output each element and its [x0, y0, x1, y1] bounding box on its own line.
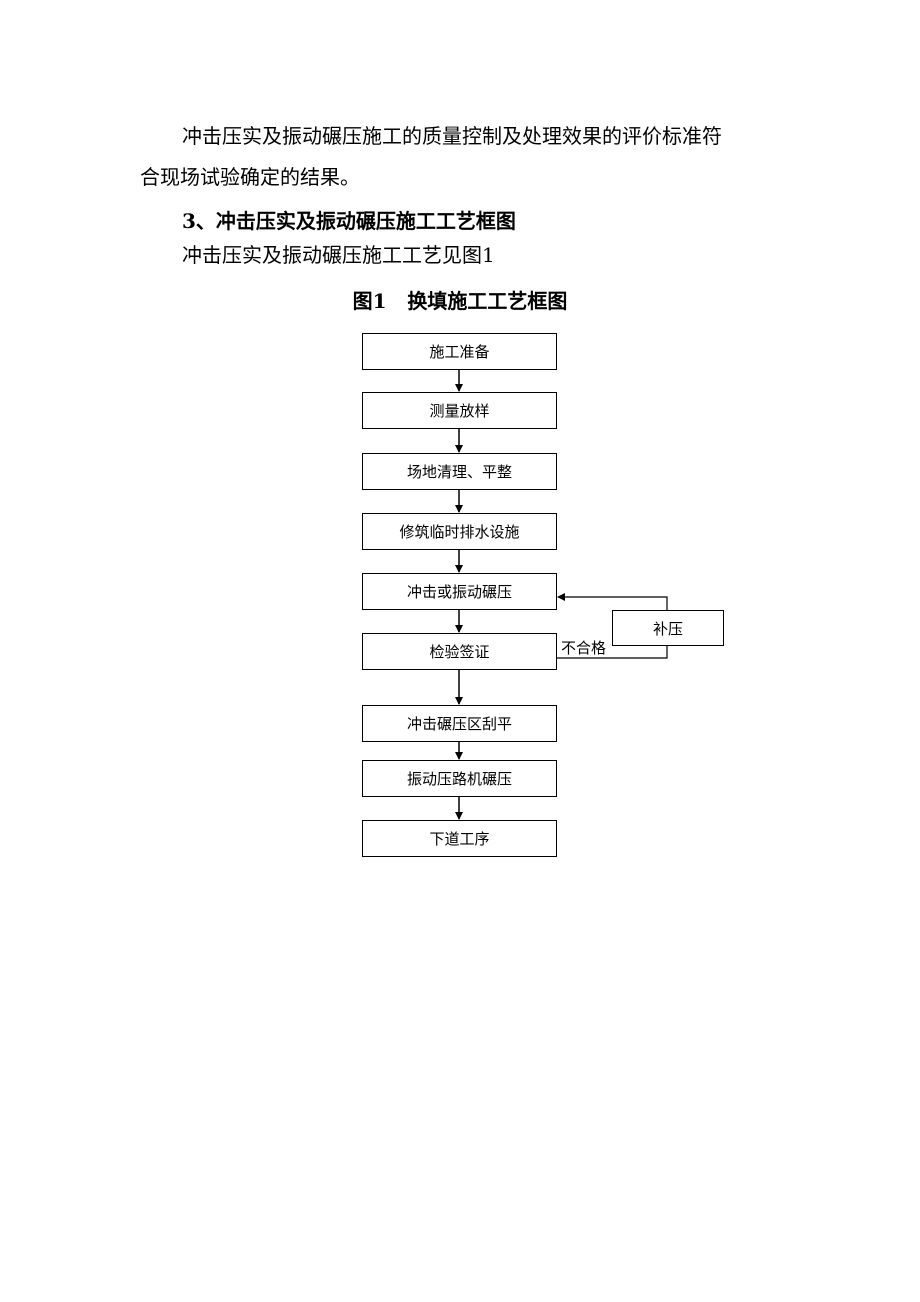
- flow-step-compaction: 冲击或振动碾压: [362, 573, 557, 610]
- flow-step-label: 补压: [652, 619, 683, 638]
- figure-title: 图1 换填施工工艺框图: [0, 285, 920, 314]
- section-heading: 3、冲击压实及振动碾压施工工艺框图: [182, 209, 516, 233]
- flow-step-drainage: 修筑临时排水设施: [362, 513, 557, 550]
- flow-step-vibratory-rolling: 振动压路机碾压: [362, 760, 557, 797]
- paragraph-line-2: 合现场试验确定的结果。: [140, 165, 360, 189]
- rework-return-arrow: [557, 593, 668, 611]
- flow-step-clearing: 场地清理、平整: [362, 453, 557, 490]
- flow-step-label: 检验签证: [429, 643, 490, 661]
- fail-path-to-rework: [556, 645, 668, 659]
- flow-step-label: 冲击或振动碾压: [406, 583, 512, 601]
- paragraph-line-1: 冲击压实及振动碾压施工的质量控制及处理效果的评价标准符: [182, 124, 722, 148]
- flow-step-survey: 测量放样: [362, 392, 557, 429]
- flow-step-label: 修筑临时排水设施: [399, 523, 520, 541]
- flow-step-label: 振动压路机碾压: [406, 770, 512, 788]
- flow-step-label: 测量放样: [429, 402, 490, 420]
- flow-step-label: 场地清理、平整: [406, 463, 512, 481]
- flow-step-label: 下道工序: [429, 830, 490, 848]
- flow-step-prepare: 施工准备: [362, 333, 557, 370]
- flow-step-label: 冲击碾压区刮平: [406, 715, 512, 733]
- fail-label: 不合格: [561, 639, 607, 657]
- flow-step-leveling: 冲击碾压区刮平: [362, 705, 557, 742]
- paragraph-line-3: 冲击压实及振动碾压施工工艺见图1: [182, 243, 495, 267]
- figure-title-text: 图1 换填施工工艺框图: [352, 289, 568, 313]
- flow-step-inspection: 检验签证: [362, 633, 557, 670]
- flow-step-next-process: 下道工序: [362, 820, 557, 857]
- flow-step-rework: 补压: [612, 610, 724, 646]
- flow-step-label: 施工准备: [429, 343, 490, 361]
